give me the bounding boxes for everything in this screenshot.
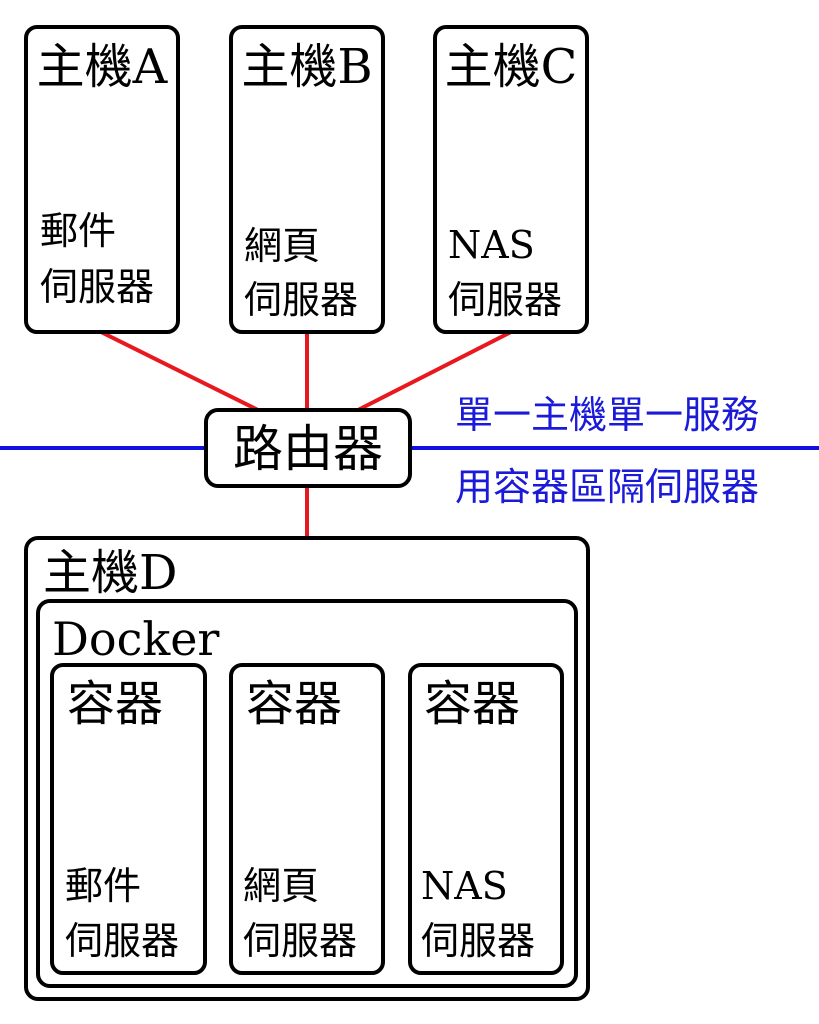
container-service-line2: 伺服器	[243, 919, 357, 963]
host-b-frame	[229, 25, 385, 334]
container-service-line1: NAS	[421, 864, 508, 908]
container-service-line2: 伺服器	[421, 919, 535, 963]
docker-box: Docker 容器 郵件 伺服器 容器 網頁 伺服器 容器 NAS 伺服器	[36, 599, 578, 988]
container-box: 容器 網頁 伺服器	[229, 663, 385, 975]
router-box: 路由器	[204, 408, 412, 488]
container-service-line1: 網頁	[243, 864, 319, 908]
container-box: 容器 郵件 伺服器	[50, 663, 207, 975]
container-title: 容器	[246, 676, 342, 732]
router-frame	[204, 408, 412, 488]
host-d-title: 主機D	[43, 545, 178, 601]
link-host-a-router	[100, 330, 259, 412]
container-frame	[229, 663, 385, 975]
container-box: 容器 NAS 伺服器	[408, 663, 564, 975]
container-service-line2: 伺服器	[65, 919, 179, 963]
host-c-service-line1: NAS	[448, 223, 535, 267]
host-c-box: 主機C NAS 伺服器	[433, 25, 589, 334]
host-a-service-line1: 郵件	[40, 209, 116, 253]
host-c-service-line2: 伺服器	[448, 278, 562, 322]
container-frame	[408, 663, 564, 975]
host-c-frame	[433, 25, 589, 334]
host-a-service-line2: 伺服器	[40, 265, 154, 309]
host-a-frame	[24, 25, 180, 334]
router-label: 路由器	[233, 420, 383, 478]
host-b-box: 主機B 網頁 伺服器	[229, 25, 385, 334]
host-d-box: 主機D Docker 容器 郵件 伺服器 容器 網頁 伺服器 容器 NAS 伺服…	[24, 536, 590, 1001]
host-b-service-line1: 網頁	[244, 224, 320, 268]
divider-label-bottom: 用容器區隔伺服器	[455, 465, 759, 509]
host-b-title: 主機B	[241, 39, 372, 95]
host-a-box: 主機A 郵件 伺服器	[24, 25, 180, 334]
host-b-service-line2: 伺服器	[244, 278, 358, 322]
container-title: 容器	[424, 676, 520, 732]
docker-label: Docker	[52, 612, 219, 666]
link-host-c-router	[357, 330, 512, 412]
host-a-title: 主機A	[37, 39, 169, 95]
divider-label-top: 單一主機單一服務	[455, 393, 759, 437]
container-frame	[50, 663, 207, 975]
container-service-line1: 郵件	[65, 864, 141, 908]
container-title: 容器	[67, 676, 163, 732]
host-c-title: 主機C	[445, 39, 578, 95]
